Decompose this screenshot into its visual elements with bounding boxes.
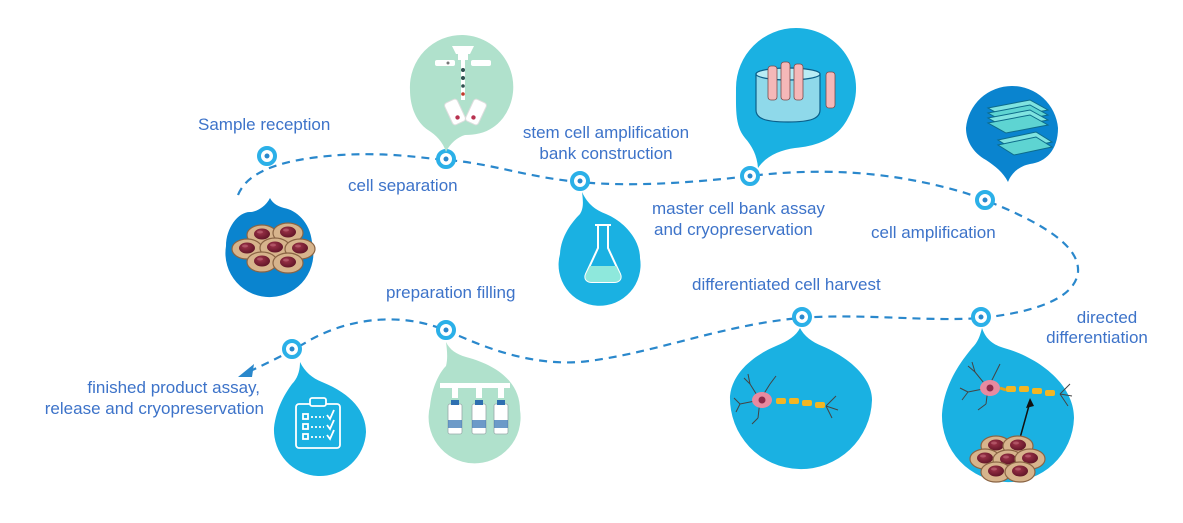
label-stem-cell-amplification: stem cell amplification: [522, 123, 690, 142]
bubble-master-cell-bank: [558, 192, 641, 306]
label-sample-reception: Sample reception: [198, 115, 331, 134]
process-path: [236, 153, 1080, 374]
label-differentiated-cell-harvest: differentiated cell harvest: [692, 275, 881, 294]
checklist-clipboard-icon: [295, 397, 341, 449]
node-stem-cell-bank: [570, 171, 590, 191]
path-arrowhead: [238, 364, 254, 377]
bubble-cell-separation: [409, 34, 514, 152]
neuron-icon: [733, 373, 839, 425]
culture-flasks-icon: [986, 99, 1054, 156]
bubble-directed-differentiation: [941, 328, 1074, 483]
centrifuge-tubes-icon: [435, 46, 491, 126]
label-bank-construction: bank construction: [539, 144, 673, 163]
node-finished-product: [282, 339, 302, 359]
label-master-cell-bank-assay: master cell bank assay: [652, 199, 825, 218]
cryo-tubes-icon: [755, 61, 836, 123]
bubble-stem-cell-bank: [735, 27, 857, 169]
node-cell-amplification: [975, 190, 995, 210]
label-differentiation: differentiation: [1046, 328, 1148, 347]
bubble-preparation-filling: [428, 342, 521, 464]
bubble-finished-product: [273, 362, 366, 477]
label-cell-amplification: cell amplification: [871, 223, 996, 242]
label-release-and-cryopreservation: release and cryopreservation: [44, 399, 264, 418]
label-and-cryopreservation: and cryopreservation: [654, 220, 813, 239]
conical-flask-icon: [584, 224, 622, 283]
label-directed: directed: [1076, 308, 1138, 327]
bubble-cell-amplification: [966, 85, 1058, 182]
node-directed-differentiation: [971, 307, 991, 327]
node-cell-separation: [436, 149, 456, 169]
bubble-differentiated-harvest: [729, 328, 872, 470]
node-master-cell-bank: [740, 166, 760, 186]
label-finished-product-assay: finished product assay,: [87, 378, 260, 397]
vial-filling-icon: [440, 383, 510, 435]
node-sample-reception: [257, 146, 277, 166]
node-preparation-filling: [436, 320, 456, 340]
label-cell-separation: cell separation: [348, 176, 458, 195]
node-differentiated-harvest: [792, 307, 812, 327]
neuron-differentiation-icon: [959, 361, 1073, 483]
bubble-sample-reception: [225, 198, 316, 298]
label-preparation-filling: preparation filling: [386, 283, 516, 302]
